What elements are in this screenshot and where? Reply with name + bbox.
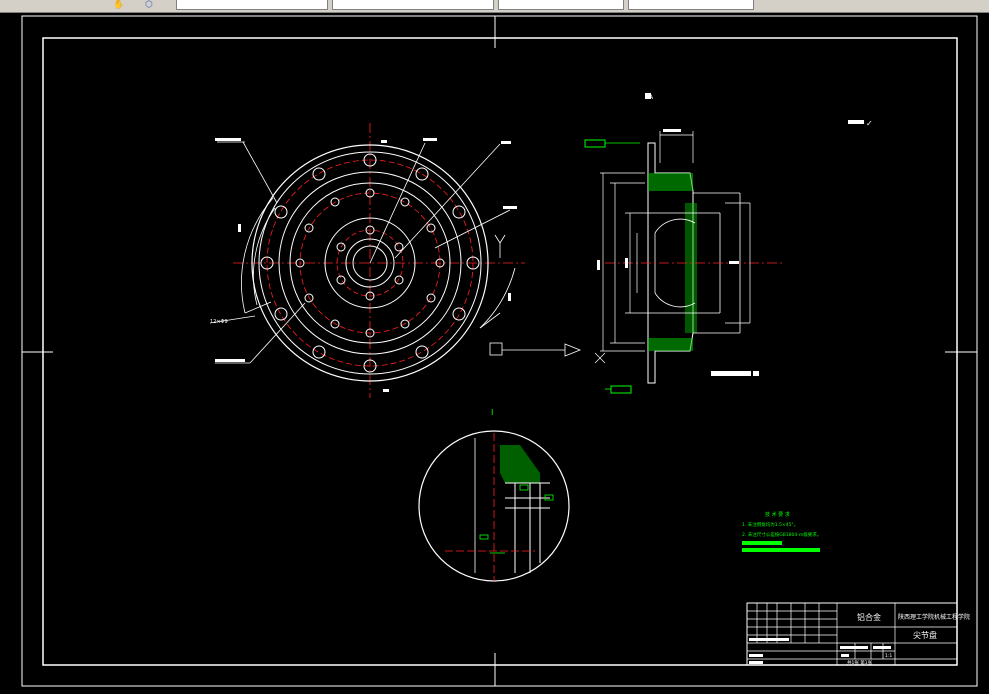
layer-combo[interactable] — [176, 0, 328, 10]
section-marker-top: A — [649, 94, 654, 101]
hole-pattern-note: 12×Φ9 — [210, 319, 228, 325]
color-combo[interactable] — [332, 0, 494, 10]
drawing-canvas[interactable]: 12×Φ9 — [5, 13, 989, 690]
drawing-svg: 12×Φ9 — [21, 15, 978, 687]
lineweight-combo[interactable] — [628, 0, 754, 10]
pan-icon[interactable]: ✋ — [113, 0, 125, 10]
tech-req-title: 技 术 要 求 — [765, 511, 790, 518]
title-block: 铝合金 陕西理工学院机械工程学院 尖节盘 1:1 共1张 第1张 — [746, 602, 970, 666]
scale-label: 1:1 — [885, 653, 892, 659]
svg-text:✓: ✓ — [866, 119, 873, 128]
tech-req-2: 2. 未注尺寸公差按GB1804-m级要求。 — [742, 531, 821, 538]
front-view: 12×Φ9 — [209, 123, 582, 398]
tech-req-1: 1. 未注倒角均为1.5×45°。 — [742, 521, 798, 528]
material-label: 铝合金 — [857, 612, 881, 622]
technical-requirements: 技 术 要 求 1. 未注倒角均为1.5×45°。 2. 未注尺寸公差按GB18… — [742, 511, 821, 552]
linetype-combo[interactable] — [498, 0, 624, 10]
sheet-label: 共1张 第1张 — [847, 659, 873, 666]
sheet-border — [21, 15, 978, 687]
surface-finish-symbol: ✓ — [848, 119, 873, 128]
school-label: 陕西理工学院机械工程学院 — [898, 613, 970, 621]
part-name-label: 尖节盘 — [913, 630, 937, 640]
drawing-frame — [42, 37, 958, 666]
cad-toolbar: ✋ ⬡ — [0, 0, 989, 13]
side-section-view: A — [584, 93, 785, 394]
detail-view: I — [418, 408, 570, 582]
detail-label: I — [491, 408, 493, 417]
shield-icon[interactable]: ⬡ — [145, 0, 153, 10]
